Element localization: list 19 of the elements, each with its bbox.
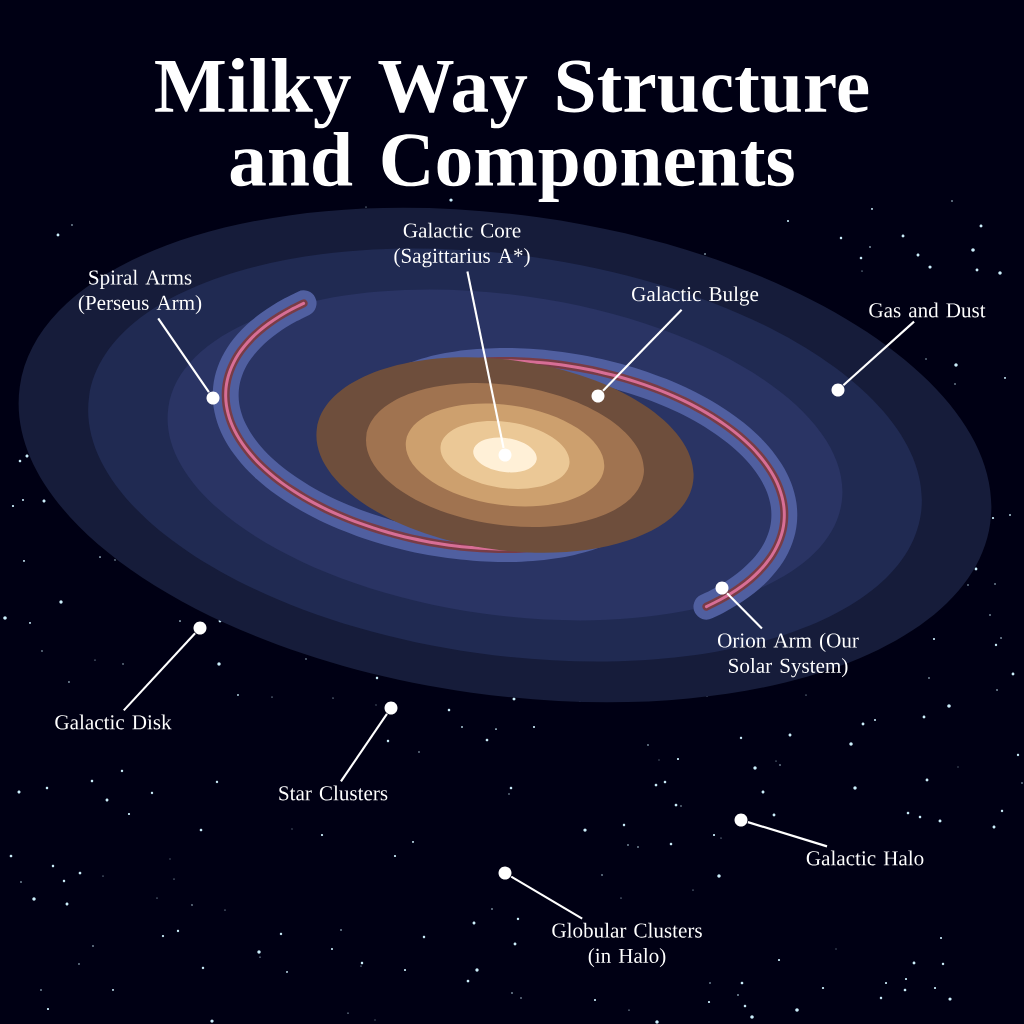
leader-line	[602, 309, 683, 392]
label-text: Orion Arm (Our Solar System)	[718, 632, 859, 678]
title: Milky Way Structure and Components	[155, 58, 869, 203]
leader-line	[842, 320, 915, 386]
label-text: Galactic Disk	[55, 714, 172, 730]
label-text: Star Clusters	[279, 785, 388, 801]
leader-line	[340, 713, 388, 782]
leader-line	[747, 821, 828, 848]
leader-line	[157, 317, 210, 393]
leader-line	[123, 632, 196, 712]
label-text: Gas and Dust	[869, 302, 986, 318]
leader-line	[726, 592, 763, 630]
label-text: Globular Clusters (in Halo)	[552, 922, 702, 968]
label-text: Galactic Halo	[806, 850, 924, 866]
leader-line	[466, 271, 505, 449]
label-text: Galactic Core (Sagittarius A*)	[394, 222, 530, 268]
label-text: Galactic Bulge	[632, 286, 759, 306]
leader-line	[510, 875, 583, 920]
label-text: Spiral Arms (Perseus Arm)	[78, 269, 202, 315]
